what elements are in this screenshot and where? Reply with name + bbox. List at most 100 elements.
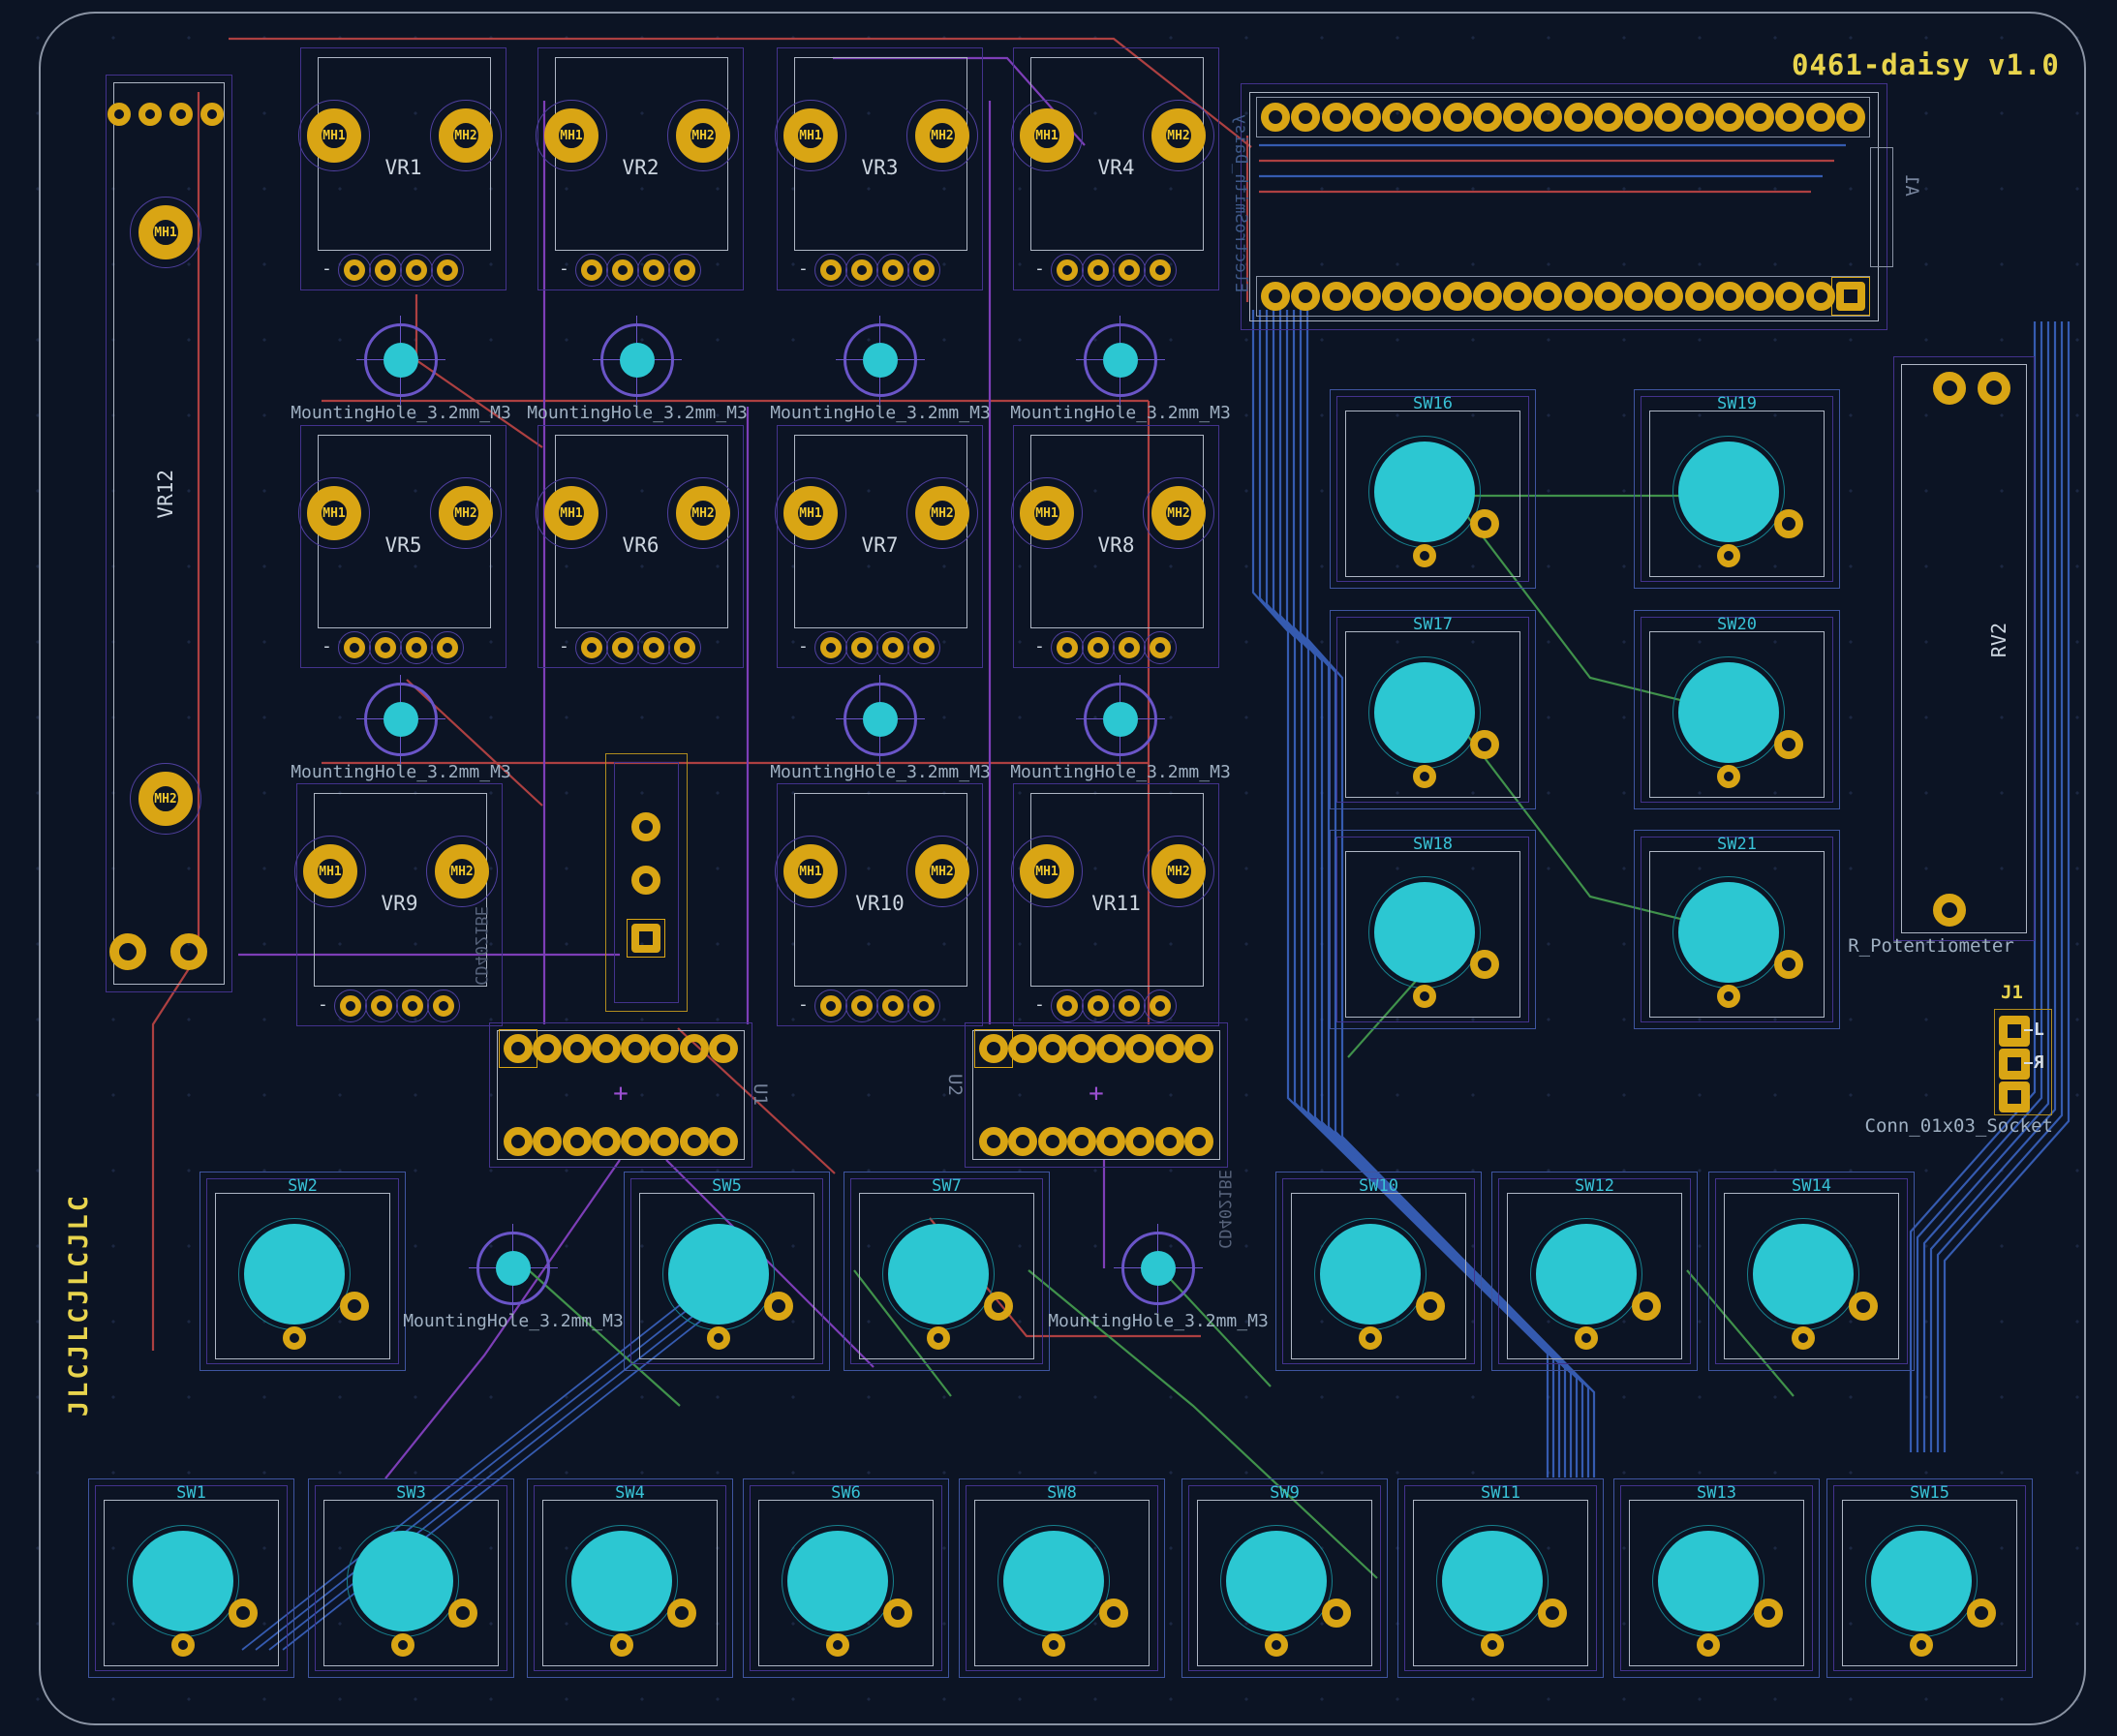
pot-mh1-pad[interactable]: MH1 <box>775 100 846 171</box>
rv2-pad[interactable] <box>1933 372 1966 405</box>
hole-ring[interactable] <box>600 323 674 397</box>
switch-stem-hole[interactable] <box>127 1525 239 1637</box>
aux-pad[interactable] <box>631 866 660 895</box>
socket-pad[interactable] <box>1183 1127 1213 1156</box>
footprint-key-switch[interactable]: SW9 <box>1181 1478 1388 1678</box>
switch-stem-hole[interactable] <box>1652 1525 1764 1637</box>
pot-mh2-pad[interactable]: MH2 <box>667 477 739 549</box>
socket-pad[interactable] <box>1533 282 1563 311</box>
socket-pad[interactable] <box>1714 103 1744 132</box>
switch-pad[interactable] <box>1967 1599 1996 1628</box>
pot-mh2-pad[interactable]: MH2 <box>1143 836 1214 907</box>
switch-pad[interactable] <box>1042 1633 1065 1657</box>
mounting-hole[interactable]: MountingHole_3.2mm_M3 <box>754 316 1006 432</box>
rv2-pad[interactable] <box>1978 372 2010 405</box>
footprint-key-switch[interactable]: SW15 <box>1826 1478 2033 1678</box>
switch-pad[interactable] <box>391 1633 414 1657</box>
socket-pad[interactable] <box>1684 103 1714 132</box>
switch-pad[interactable] <box>1910 1633 1933 1657</box>
switch-stem-hole[interactable] <box>1368 656 1481 769</box>
pot-pin-pad[interactable] <box>637 254 670 287</box>
j1-pad-1[interactable] <box>1999 1016 2030 1047</box>
switch-pad[interactable] <box>1717 544 1740 567</box>
footprint-key-switch[interactable]: SW17 <box>1330 610 1536 809</box>
pot-pin-pad[interactable] <box>338 631 371 664</box>
socket-pad[interactable] <box>679 1127 709 1156</box>
pot-pin-pad[interactable] <box>431 254 464 287</box>
footprint-key-switch[interactable]: SW14 <box>1708 1172 1915 1371</box>
socket-pad[interactable] <box>1472 103 1502 132</box>
switch-pad[interactable] <box>883 1599 912 1628</box>
socket-pad[interactable] <box>1503 103 1532 132</box>
vr12-pad[interactable] <box>200 103 224 126</box>
mounting-hole[interactable]: MountingHole_3.2mm_M3 <box>995 675 1246 791</box>
mounting-hole[interactable]: MountingHole_3.2mm_M3 <box>1032 1224 1284 1340</box>
socket-pad[interactable] <box>1096 1034 1126 1063</box>
socket-pad[interactable] <box>1261 103 1290 132</box>
socket-pad[interactable] <box>1125 1127 1155 1156</box>
pot-pin-pad[interactable] <box>427 990 460 1022</box>
switch-pad[interactable] <box>1413 765 1436 788</box>
switch-stem-hole[interactable] <box>1865 1525 1978 1637</box>
pot-pin-pad[interactable] <box>637 631 670 664</box>
switch-stem-hole[interactable] <box>238 1218 351 1330</box>
hole-ring[interactable] <box>844 323 917 397</box>
socket-pad[interactable] <box>650 1034 680 1063</box>
socket-pad[interactable] <box>1183 1034 1213 1063</box>
pot-mh2-pad[interactable]: MH2 <box>906 836 978 907</box>
vr12-pad[interactable] <box>169 103 193 126</box>
pot-pin-pad[interactable] <box>1051 254 1084 287</box>
pot-mh2-pad[interactable]: MH2 <box>906 477 978 549</box>
pot-pin-pad[interactable] <box>1113 631 1146 664</box>
footprint-key-switch[interactable]: SW19 <box>1634 389 1840 589</box>
socket-pad[interactable] <box>1321 282 1351 311</box>
mounting-hole[interactable]: MountingHole_3.2mm_M3 <box>275 675 527 791</box>
footprint-potentiometer[interactable]: MH1 MH2 VR3 - <box>775 47 983 290</box>
switch-pad[interactable] <box>283 1326 306 1350</box>
pot-pin-pad[interactable] <box>1144 254 1177 287</box>
socket-pad[interactable] <box>1775 103 1805 132</box>
footprint-potentiometer[interactable]: MH1 MH2 VR8 - <box>1011 425 1219 668</box>
switch-stem-hole[interactable] <box>782 1525 894 1637</box>
footprint-potentiometer[interactable]: MH1 MH2 VR7 - <box>775 425 983 668</box>
footprint-key-switch[interactable]: SW7 <box>844 1172 1050 1371</box>
pot-mh1-pad[interactable]: MH1 <box>1011 100 1083 171</box>
pot-mh2-pad[interactable]: MH2 <box>426 836 498 907</box>
switch-stem-hole[interactable] <box>1220 1525 1333 1637</box>
pot-mh1-pad[interactable]: MH1 <box>536 100 607 171</box>
socket-pad[interactable] <box>1835 103 1865 132</box>
hole-ring[interactable] <box>1084 683 1157 756</box>
socket-pad[interactable] <box>1291 282 1321 311</box>
footprint-key-switch[interactable]: SW5 <box>624 1172 830 1371</box>
socket-pad[interactable] <box>1412 282 1442 311</box>
pot-mh2-pad[interactable]: MH2 <box>430 100 502 171</box>
socket-pad[interactable] <box>1037 1127 1067 1156</box>
pot-pin-pad[interactable] <box>575 254 608 287</box>
socket-pad[interactable] <box>1442 103 1472 132</box>
socket-pad[interactable] <box>1291 103 1321 132</box>
switch-pad[interactable] <box>229 1599 258 1628</box>
switch-pad[interactable] <box>1575 1326 1598 1350</box>
pot-pin-pad[interactable] <box>907 254 940 287</box>
pot-pin-pad[interactable] <box>400 254 433 287</box>
pot-pin-pad[interactable] <box>369 631 402 664</box>
socket-pad[interactable] <box>1154 1034 1184 1063</box>
socket-pad[interactable] <box>650 1127 680 1156</box>
pot-mh2-pad[interactable]: MH2 <box>667 100 739 171</box>
footprint-key-switch[interactable]: SW18 <box>1330 830 1536 1029</box>
socket-pad[interactable] <box>1066 1034 1096 1063</box>
socket-pad[interactable] <box>1382 282 1411 311</box>
pot-pin-pad[interactable] <box>431 631 464 664</box>
rv2-pad[interactable] <box>1933 894 1966 927</box>
footprint-key-switch[interactable]: SW12 <box>1491 1172 1698 1371</box>
switch-pad[interactable] <box>1413 985 1436 1008</box>
socket-pad[interactable] <box>591 1127 621 1156</box>
switch-pad[interactable] <box>1632 1292 1661 1321</box>
mounting-hole[interactable]: MountingHole_3.2mm_M3 <box>995 316 1246 432</box>
pot-pin-pad[interactable] <box>575 631 608 664</box>
socket-pad[interactable] <box>1533 103 1563 132</box>
switch-pad[interactable] <box>1849 1292 1878 1321</box>
switch-pad[interactable] <box>1470 509 1499 538</box>
socket-pad[interactable] <box>1805 282 1835 311</box>
